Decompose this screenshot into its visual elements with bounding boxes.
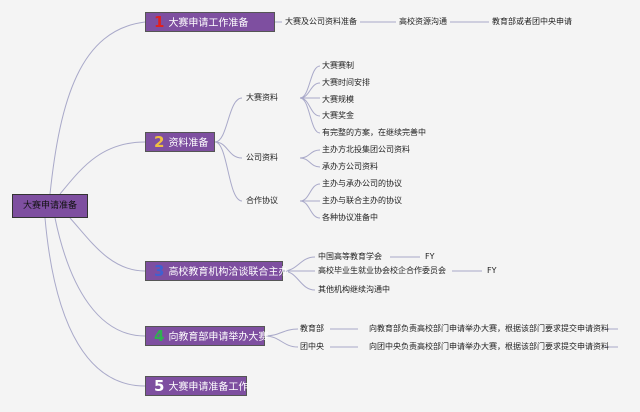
institution-item-2[interactable]: 高校毕业生就业协会校企合作委员会 — [318, 266, 446, 275]
agreement-item-3[interactable]: 各种协议准备中 — [322, 213, 378, 222]
branch-3-number: 3 — [154, 262, 165, 280]
competition-item-3[interactable]: 大赛规模 — [322, 95, 354, 104]
ministry-of-education-item[interactable]: 教育部 — [300, 324, 324, 333]
company-item-1[interactable]: 主办方北投集团公司资料 — [322, 145, 410, 154]
branch-1-item-3[interactable]: 教育部或者团中央申请 — [489, 17, 575, 27]
youth-league-detail[interactable]: 向团中央负责高校部门申请举办大赛，根据该部门要求提交申请资料 — [369, 342, 609, 351]
branch-2-number: 2 — [154, 133, 165, 151]
institution-item-2-note: FY — [487, 266, 497, 275]
youth-league-item[interactable]: 团中央 — [300, 342, 324, 351]
group-cooperation-agreements[interactable]: 合作协议 — [246, 196, 278, 205]
branch-1-item-2[interactable]: 高校资源沟通 — [396, 17, 450, 27]
competition-item-5[interactable]: 有完整的方案，在继续完善中 — [322, 128, 426, 137]
root-node[interactable]: 大赛申请准备 — [12, 194, 88, 218]
branch-5-number: 5 — [154, 377, 165, 395]
group-competition-materials[interactable]: 大赛资料 — [246, 93, 278, 102]
group-company-materials[interactable]: 公司资料 — [246, 153, 278, 162]
institution-item-1-note: FY — [425, 252, 435, 261]
company-item-2[interactable]: 承办方公司资料 — [322, 162, 378, 171]
ministry-of-education-detail[interactable]: 向教育部负责高校部门申请举办大赛，根据该部门要求提交申请资料 — [369, 324, 609, 333]
branch-3-label: 高校教育机构洽谈联合主办 — [168, 267, 289, 278]
competition-item-4[interactable]: 大赛奖金 — [322, 111, 354, 120]
agreement-item-2[interactable]: 主办与联合主办的协议 — [322, 196, 402, 205]
branch-5-label: 大赛申请准备工作 — [168, 382, 249, 393]
branch-1-item-1[interactable]: 大赛及公司资料准备 — [282, 17, 360, 27]
branch-4-number: 4 — [154, 327, 165, 345]
branch-4-label: 向教育部申请举办大赛 — [168, 332, 269, 343]
institution-item-1[interactable]: 中国高等教育学会 — [318, 252, 382, 261]
competition-item-2[interactable]: 大赛时间安排 — [322, 78, 370, 87]
institution-item-3[interactable]: 其他机构继续沟通中 — [318, 285, 390, 294]
branch-2-label: 资料准备 — [168, 138, 209, 149]
agreement-item-1[interactable]: 主办与承办公司的协议 — [322, 179, 402, 188]
competition-item-1[interactable]: 大赛赛制 — [322, 61, 354, 70]
branch-1-number: 1 — [154, 13, 165, 31]
branch-1-label: 大赛申请工作准备 — [168, 18, 249, 29]
